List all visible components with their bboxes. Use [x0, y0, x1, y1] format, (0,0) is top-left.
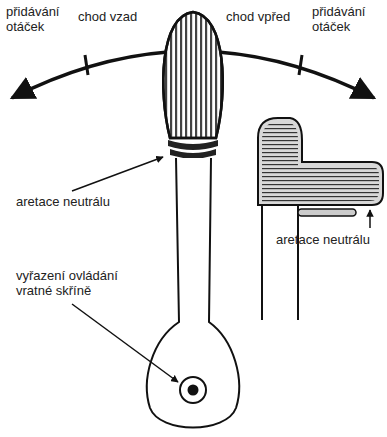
lock-direction-arrow: [369, 210, 371, 228]
disengage-button: [180, 377, 206, 403]
part-label: vyřazení ovládání vratné skříně: [16, 268, 156, 298]
grip-knurling: [160, 12, 230, 142]
tick-mark: [299, 55, 302, 75]
lever-detail: [258, 118, 383, 320]
speed-label: přidávání otáček: [312, 4, 382, 34]
speed-label: přidávání otáček: [6, 4, 74, 34]
part-label: aretace neutrálu: [16, 194, 126, 209]
direction-label: chod vzad: [78, 9, 158, 24]
tick-mark: [85, 55, 88, 75]
reverse-arc-arrow: [12, 52, 168, 98]
part-label: aretace neutrálu: [276, 232, 384, 247]
forward-arc-arrow: [218, 52, 374, 98]
direction-label: chod vpřed: [226, 9, 306, 24]
neutral-lock-collar: [168, 140, 218, 150]
lever-shaft: [147, 158, 239, 428]
leader-line: [72, 157, 163, 191]
leader-line: [72, 304, 178, 382]
